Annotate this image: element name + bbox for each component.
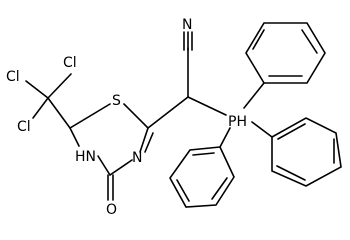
atom-label-sulfur: S <box>112 93 121 109</box>
bond-s-c2 <box>123 103 149 129</box>
bond-c6-n5 <box>69 127 80 147</box>
phenyl-lower-left-double-1 <box>192 152 215 156</box>
bond-c-cl3 <box>32 97 49 119</box>
phenyl-lower-left-double-2 <box>176 179 190 202</box>
atom-label-nitrile-nitrogen: N <box>182 17 192 33</box>
phenyl-lower-right-hexagon <box>271 117 342 187</box>
thiadiazine-ring <box>69 103 154 201</box>
bond-c-ring <box>47 97 71 129</box>
phenyl-lower-right-double-1 <box>277 123 306 140</box>
structure-diagram: Cl Cl Cl S HN N O N PH <box>6 17 342 218</box>
atom-label-amide-nitrogen: HN <box>75 149 96 165</box>
phenyl-ring-upper <box>243 22 326 109</box>
bond-c2-ch <box>147 96 189 129</box>
bond-p-ph3 <box>251 121 273 138</box>
bond-n3-c4 <box>109 159 133 176</box>
bond-c4-n5 <box>97 155 111 176</box>
bond-c-cl1 <box>47 73 72 99</box>
atom-label-cl3: Cl <box>17 119 31 135</box>
bond-c2-n3 <box>139 127 149 153</box>
atom-label-oxygen: O <box>106 202 117 218</box>
bond-c6-s <box>69 103 111 129</box>
phenyl-upper-double-2 <box>301 29 318 54</box>
phenyl-lower-right-double-3 <box>276 165 306 181</box>
bond-p-ph1 <box>243 82 265 109</box>
atom-label-phosphorus: PH <box>228 114 247 130</box>
atom-labels: Cl Cl Cl S HN N O N PH <box>6 17 247 218</box>
phenyl-ring-lower-left <box>169 127 235 208</box>
phenyl-upper-double-3 <box>252 29 265 50</box>
bond-c2-n3-double <box>144 132 154 153</box>
bond-p-ph2 <box>219 127 231 148</box>
bond-c-cl2 <box>25 80 49 99</box>
atom-label-imine-nitrogen: N <box>132 150 142 166</box>
trichloromethyl-group <box>25 73 72 129</box>
bond-ch-p <box>187 96 227 116</box>
molecule-canvas: Cl Cl Cl S HN N O N PH <box>6 17 342 218</box>
phenyl-lower-left-double-3 <box>211 177 228 200</box>
atom-label-cl2: Cl <box>6 69 20 85</box>
atom-label-cl1: Cl <box>63 55 77 71</box>
phenyl-upper-hexagon <box>245 22 326 84</box>
cyanomethyl-linker <box>147 31 227 129</box>
phenyl-lower-left-hexagon <box>169 146 235 208</box>
phenyl-ring-lower-right <box>251 117 342 187</box>
